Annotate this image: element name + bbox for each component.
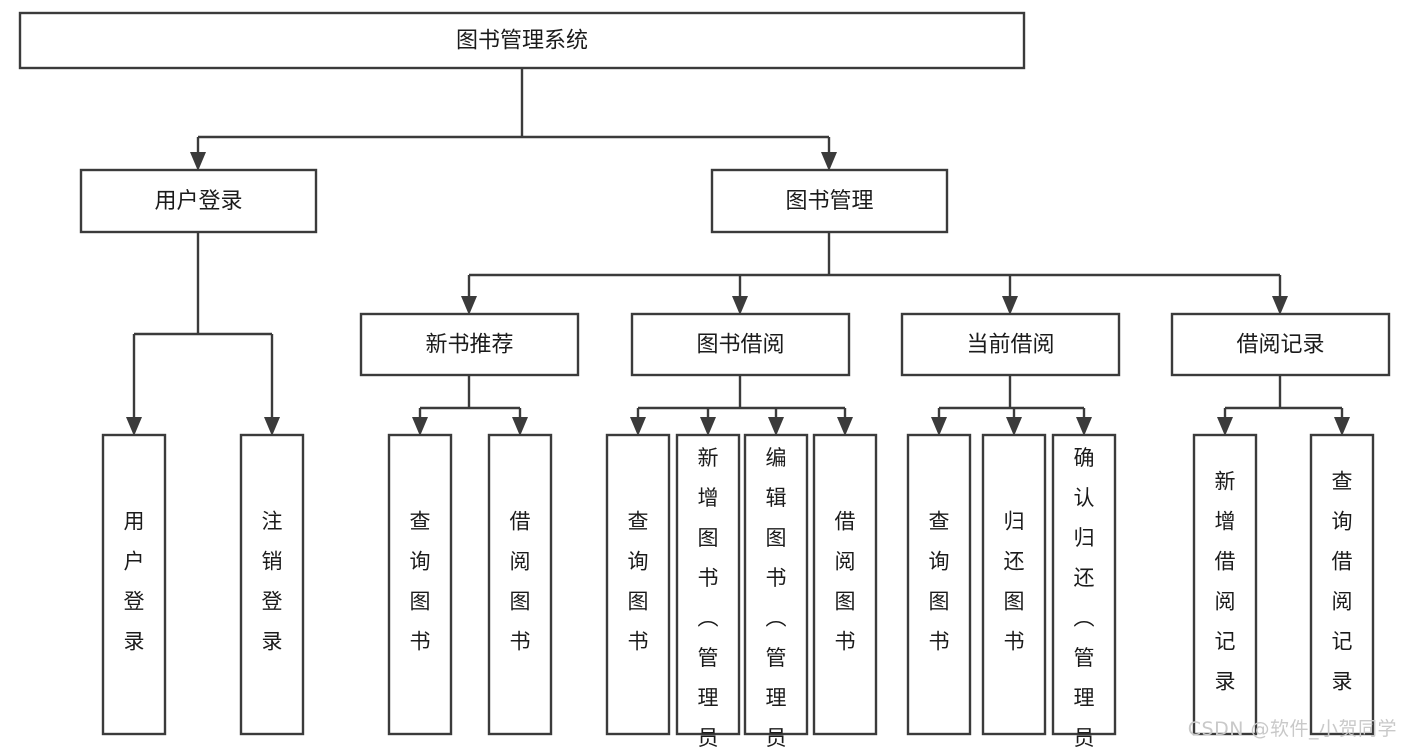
connector-recommend-to-leaves	[412, 375, 528, 436]
arrow-head-icon	[821, 152, 837, 171]
arrow-head-icon	[126, 417, 142, 436]
node-leaf-return-books[interactable]: 归还图书	[981, 433, 1047, 736]
node-box[interactable]	[487, 433, 553, 736]
node-layer: 图书管理系统用户登录图书管理新书推荐图书借阅当前借阅借阅记录用户登录注销登录查询…	[18, 11, 1391, 747]
node-box[interactable]	[812, 433, 878, 736]
node-leaf-add-borrow-record[interactable]: 新增借阅记录	[1192, 433, 1258, 736]
node-leaf-query-books-current[interactable]: 查询图书	[906, 433, 972, 736]
connector-userlogin-to-leaves	[126, 232, 280, 436]
node-leaf-query-books-borrow[interactable]: 查询图书	[605, 433, 671, 736]
node-label: 图书借阅	[696, 333, 784, 358]
node-label: 借阅记录	[1236, 333, 1324, 358]
node-book-borrow[interactable]: 图书借阅	[630, 312, 851, 377]
node-label: 查询借阅记录	[1332, 470, 1353, 694]
node-box[interactable]	[605, 433, 671, 736]
node-label: 新增图书︵管理员︶	[698, 446, 719, 747]
node-box[interactable]	[1051, 433, 1117, 736]
node-leaf-user-login[interactable]: 用户登录	[101, 433, 167, 736]
arrow-head-icon	[1076, 417, 1092, 436]
node-label: 用户登录	[124, 510, 145, 654]
node-box[interactable]	[743, 433, 809, 736]
connector-current-to-leaves	[931, 375, 1092, 436]
arrow-head-icon	[264, 417, 280, 436]
node-leaf-add-book-admin[interactable]: 新增图书︵管理员︶	[675, 433, 741, 747]
node-box[interactable]	[1309, 433, 1375, 736]
node-box[interactable]	[1192, 433, 1258, 736]
connector-records-to-leaves	[1217, 375, 1350, 436]
node-user-login[interactable]: 用户登录	[79, 168, 318, 234]
arrow-head-icon	[732, 296, 748, 315]
node-book-management[interactable]: 图书管理	[710, 168, 949, 234]
node-label: 借阅图书	[835, 510, 856, 654]
arrow-head-icon	[190, 152, 206, 171]
node-box[interactable]	[18, 11, 1026, 70]
node-box[interactable]	[387, 433, 453, 736]
node-label: 新书推荐	[425, 333, 513, 358]
arrow-head-icon	[1002, 296, 1018, 315]
node-label: 编辑图书︵管理员︶	[766, 446, 787, 747]
node-leaf-borrow-books[interactable]: 借阅图书	[812, 433, 878, 736]
arrow-head-icon	[1217, 417, 1233, 436]
node-box[interactable]	[981, 433, 1047, 736]
node-label: 当前借阅	[966, 333, 1054, 358]
connector-bookmgmt-to-level3	[461, 232, 1288, 315]
node-label: 借阅图书	[510, 510, 531, 654]
node-box[interactable]	[900, 312, 1121, 377]
node-new-book-recommend[interactable]: 新书推荐	[359, 312, 580, 377]
node-root[interactable]: 图书管理系统	[18, 11, 1026, 70]
node-leaf-borrow-books-recommend[interactable]: 借阅图书	[487, 433, 553, 736]
connector-layer	[126, 68, 1350, 436]
csdn-watermark: CSDN @软件_小贺同学	[1187, 718, 1397, 740]
node-label: 查询图书	[628, 510, 649, 654]
node-leaf-edit-book-admin[interactable]: 编辑图书︵管理员︶	[743, 433, 809, 747]
node-box[interactable]	[675, 433, 741, 736]
node-box[interactable]	[239, 433, 305, 736]
node-label: 查询图书	[410, 510, 431, 654]
node-label: 图书管理	[785, 189, 873, 214]
arrow-head-icon	[700, 417, 716, 436]
node-label: 确认归还︵管理员︶	[1074, 446, 1095, 747]
node-box[interactable]	[630, 312, 851, 377]
node-label: 新增借阅记录	[1215, 470, 1236, 694]
node-borrow-records[interactable]: 借阅记录	[1170, 312, 1391, 377]
node-current-borrow[interactable]: 当前借阅	[900, 312, 1121, 377]
node-label: 注销登录	[262, 510, 283, 654]
node-label: 图书管理系统	[456, 29, 588, 54]
node-label: 用户登录	[154, 189, 242, 214]
arrow-head-icon	[512, 417, 528, 436]
node-leaf-query-borrow-record[interactable]: 查询借阅记录	[1309, 433, 1375, 736]
arrow-head-icon	[768, 417, 784, 436]
arrow-head-icon	[931, 417, 947, 436]
node-leaf-query-books-recommend[interactable]: 查询图书	[387, 433, 453, 736]
node-leaf-confirm-return-admin[interactable]: 确认归还︵管理员︶	[1051, 433, 1117, 747]
arrow-head-icon	[461, 296, 477, 315]
node-label: 归还图书	[1004, 510, 1025, 654]
connector-root-to-level2	[190, 68, 837, 171]
node-box[interactable]	[79, 168, 318, 234]
arrow-head-icon	[1272, 296, 1288, 315]
node-box[interactable]	[906, 433, 972, 736]
node-label: 查询图书	[929, 510, 950, 654]
node-leaf-logout[interactable]: 注销登录	[239, 433, 305, 736]
node-box[interactable]	[710, 168, 949, 234]
arrow-head-icon	[412, 417, 428, 436]
connector-borrow-to-leaves	[630, 375, 853, 436]
node-box[interactable]	[359, 312, 580, 377]
arrow-head-icon	[1006, 417, 1022, 436]
node-box[interactable]	[101, 433, 167, 736]
node-box[interactable]	[1170, 312, 1391, 377]
arrow-head-icon	[630, 417, 646, 436]
arrow-head-icon	[1334, 417, 1350, 436]
arrow-head-icon	[837, 417, 853, 436]
